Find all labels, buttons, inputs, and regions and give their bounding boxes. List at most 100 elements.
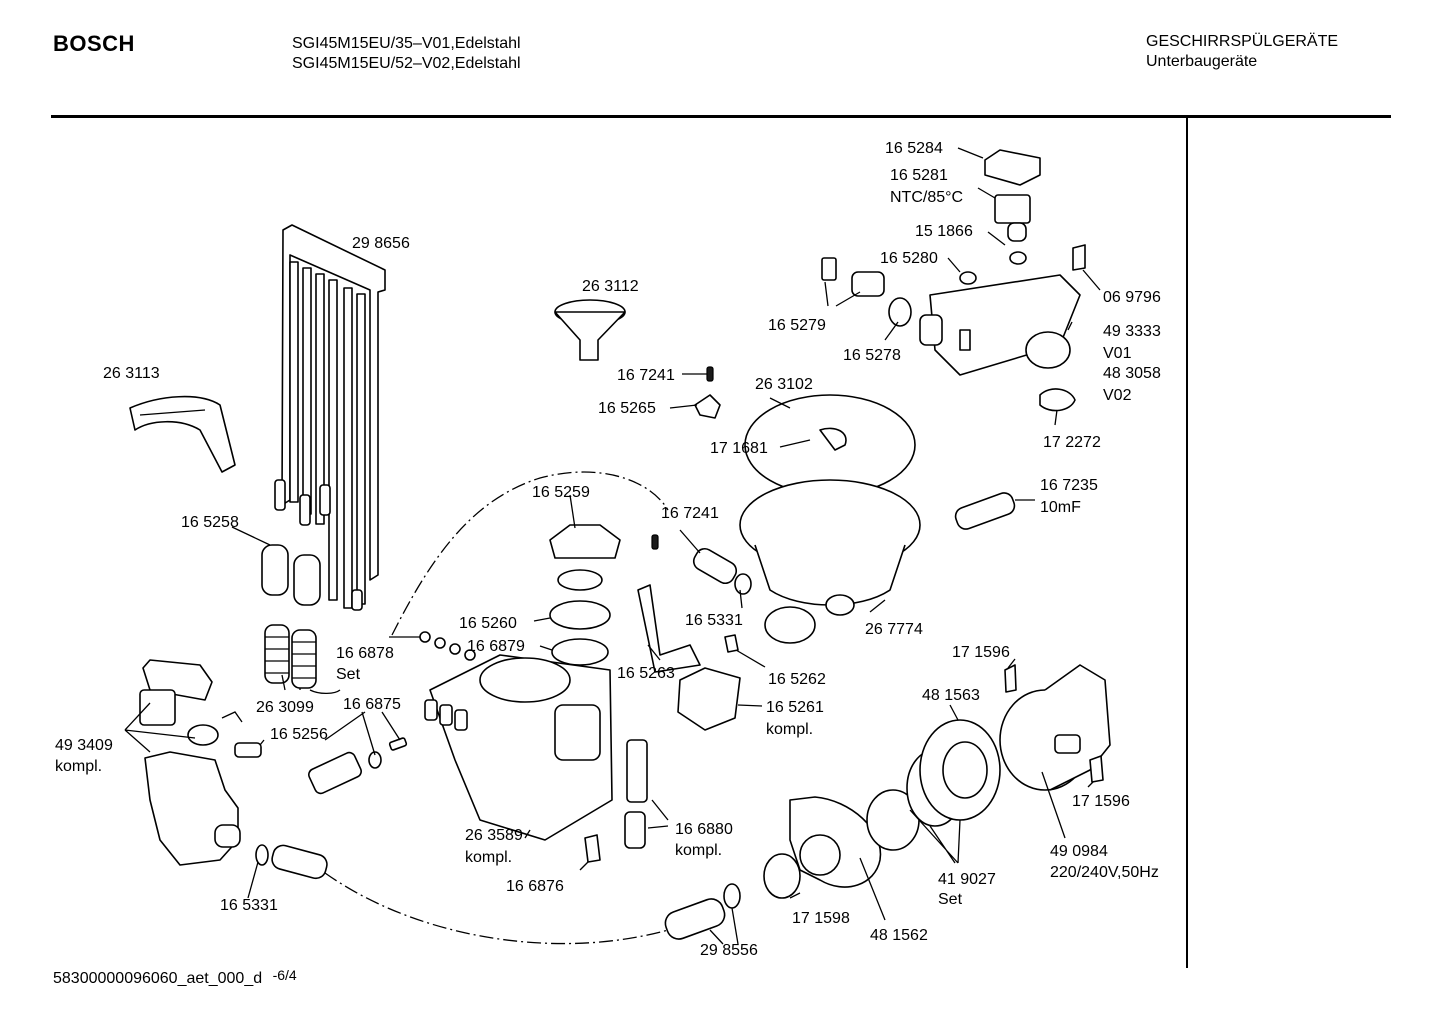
label-267774: 26 7774 [865, 621, 923, 638]
label-v02: V02 [1103, 387, 1132, 404]
model-line-1: SGI45M15EU/35–V01,Edelstahl [292, 35, 521, 52]
label-493333: 49 3333 [1103, 323, 1161, 340]
label-165256: 16 5256 [270, 726, 328, 743]
label-kompl-4: kompl. [675, 842, 722, 859]
o-ring-151866-icon [1009, 251, 1027, 265]
brand-logo: BOSCH [53, 31, 135, 56]
seal-166879-icon [551, 638, 609, 666]
label-165260: 16 5260 [459, 615, 517, 632]
label-481563: 48 1563 [922, 687, 980, 704]
route-line-lower [324, 872, 669, 945]
label-165331-a: 16 5331 [685, 612, 743, 629]
label-263102: 26 3102 [755, 376, 813, 393]
ring-165260-icon [549, 600, 611, 630]
screw-167241-icon [651, 366, 714, 550]
housing-481563-icon [919, 719, 1001, 821]
switch-165261-icon [677, 667, 741, 731]
label-483058: 48 3058 [1103, 365, 1161, 382]
label-167241-a: 16 7241 [617, 367, 675, 384]
o-ring-165280-icon [959, 271, 977, 285]
label-166876: 16 6876 [506, 878, 564, 895]
clamp-172272-icon [1039, 388, 1076, 412]
label-171596-a: 17 1596 [952, 644, 1010, 661]
float-166880-icon [624, 739, 648, 849]
hose-165331-lower-icon [255, 844, 328, 880]
part-165256-icon [221, 711, 262, 758]
footer: 58300000096060_aet_000_d -6/4 [53, 967, 297, 988]
label-419027: 41 9027 [938, 871, 996, 888]
label-165259: 16 5259 [532, 484, 590, 501]
label-263589: 26 3589 [465, 827, 523, 844]
label-kompl-3: kompl. [465, 849, 512, 866]
route-line-upper [391, 471, 669, 636]
heater-493333-icon [919, 274, 1081, 376]
label-kompl-2: kompl. [55, 758, 102, 775]
category-line-2: Unterbaugeräte [1146, 53, 1258, 70]
label-165280: 16 5280 [880, 250, 938, 267]
clip-171596a-icon [1004, 664, 1017, 693]
label-166880: 16 6880 [675, 821, 733, 838]
clip-166876-icon [584, 834, 601, 863]
label-165279: 16 5279 [768, 317, 826, 334]
label-set-1: Set [336, 666, 361, 683]
pump-481562-icon [789, 796, 882, 888]
doc-id: 58300000096060_aet_000_d [53, 970, 263, 987]
label-481562: 48 1562 [870, 927, 928, 944]
sump-263102-icon [739, 394, 921, 644]
assembly-493409-icon [139, 659, 241, 866]
sensor-cap-165284-icon [984, 149, 1041, 186]
sleeves-165258-icon [261, 544, 321, 606]
o-ring-165278-icon [888, 297, 912, 327]
cover-263113-icon [129, 395, 236, 473]
clip-171596b-icon [1089, 755, 1104, 783]
label-165284: 16 5284 [885, 140, 943, 157]
label-298556: 29 8556 [700, 942, 758, 959]
ntc-sensor-165281-icon [994, 194, 1031, 242]
label-493409: 49 3409 [55, 737, 113, 754]
funnel-263112-icon [554, 299, 626, 361]
category-line-1: GESCHIRRSPÜLGERÄTE [1146, 33, 1339, 50]
set-166878-icon [419, 631, 476, 661]
label-165262: 16 5262 [768, 671, 826, 688]
label-298656: 29 8656 [352, 235, 410, 252]
water-softener-263589-icon [424, 654, 613, 841]
side-divider [1186, 118, 1188, 968]
clip-165265-icon [694, 394, 721, 419]
label-165258: 16 5258 [181, 514, 239, 531]
label-263112: 26 3112 [582, 278, 639, 295]
springs-263099-icon [264, 624, 317, 689]
label-ntc: NTC/85°C [890, 189, 963, 206]
label-171681: 17 1681 [710, 440, 768, 457]
label-165331-b: 16 5331 [220, 897, 278, 914]
model-line-2: SGI45M15EU/52–V02,Edelstahl [292, 55, 521, 72]
label-171596-b: 17 1596 [1072, 793, 1130, 810]
seal-165331-upper-icon [692, 547, 752, 595]
clip-165262-icon [724, 634, 739, 653]
label-set-2: Set [938, 891, 963, 908]
label-172272: 17 2272 [1043, 434, 1101, 451]
label-263113: 26 3113 [103, 365, 160, 382]
ring-165259b-icon [557, 569, 603, 591]
leader-lines [124, 147, 1101, 945]
valve-166875-icon [308, 737, 408, 795]
label-166879: 16 6879 [467, 638, 525, 655]
label-069796: 06 9796 [1103, 289, 1161, 306]
label-kompl-1: kompl. [766, 721, 813, 738]
label-263099: 26 3099 [256, 699, 314, 716]
label-165265: 16 5265 [598, 400, 656, 417]
label-cap: 10mF [1040, 499, 1081, 516]
label-166875: 16 6875 [343, 696, 401, 713]
label-v01: V01 [1103, 345, 1132, 362]
label-167235: 16 7235 [1040, 477, 1098, 494]
label-165261: 16 5261 [766, 699, 824, 716]
label-166878: 16 6878 [336, 645, 394, 662]
header-divider [51, 115, 1391, 118]
nut-165259-icon [549, 524, 621, 559]
label-165263: 16 5263 [617, 665, 675, 682]
tube-harness-298656-icon [274, 224, 386, 611]
label-165278: 16 5278 [843, 347, 901, 364]
bracket-165263-icon [637, 584, 701, 673]
seal-171598-icon [763, 853, 801, 899]
label-171598: 17 1598 [792, 910, 850, 927]
